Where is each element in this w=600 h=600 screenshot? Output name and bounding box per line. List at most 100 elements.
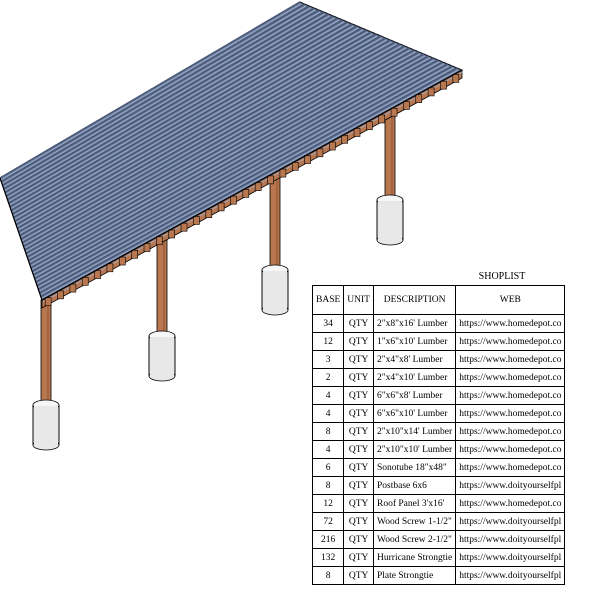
roof-rib [19,33,377,237]
roof-rib [2,5,310,186]
roof-rib [29,49,415,265]
cell-unit: QTY [343,422,374,441]
cell-description: 2"x4"x10' Lumber [372,368,457,387]
roof-rib [28,47,410,262]
roof-rib-highlight [40,67,454,296]
cell-website[interactable]: https://www.homedepot.co [455,404,566,423]
rafter-end [291,162,299,171]
cell-website[interactable]: https://www.doityourselfpl [455,476,566,495]
roof-rib [3,7,315,190]
rafter-end [267,175,274,185]
rafter-end [452,74,460,83]
rafter-end [353,128,361,137]
roof-rib-highlight [8,15,330,202]
cell-description: Sonotube 18"x48" [372,458,457,477]
cell-website[interactable]: https://www.doityourselfpl [455,548,566,567]
roof-rib [4,9,320,194]
roof-rib [13,23,353,219]
cell-unit: QTY [343,314,374,333]
roof-rib-highlight [36,61,440,285]
roof-rib-highlight [10,19,340,210]
roof-rib-highlight [3,7,311,188]
cell-description: 2"x8"x16' Lumber [372,314,457,333]
rafter-end [205,209,213,218]
cell-base: 8 [311,422,345,441]
roof-edge [0,69,463,301]
rafter-end [168,229,176,239]
cell-website[interactable]: https://www.doityourselfpl [455,566,566,585]
cell-website[interactable]: https://www.homedepot.co [455,350,566,369]
roof-rib [40,67,458,298]
cell-description: 2"x10"x10' Lumber [372,440,457,459]
roof-rib-highlight [41,69,459,299]
roof-rib [30,51,420,269]
rafter-end [403,101,410,110]
rafter-end [378,114,386,124]
roof-rib-highlight [13,23,349,217]
rafter-end [143,243,151,252]
header-unit: UNIT [343,285,374,315]
cell-website[interactable]: https://www.homedepot.co [455,440,566,459]
roof-rib-highlight [27,47,407,260]
roof-rib-highlight [6,13,326,199]
cell-website[interactable]: https://www.homedepot.co [455,314,566,333]
roof-rib-highlight [24,41,392,249]
cell-website[interactable]: https://www.homedepot.co [455,332,566,351]
rafter-end [316,148,324,158]
rafter-end [440,80,447,90]
cell-base: 12 [311,494,345,513]
rafter-end [242,189,250,198]
rafter-end [118,256,126,266]
rafter-end [94,270,101,279]
roof-rib [18,31,372,233]
roof-rib-highlight [37,63,445,288]
cell-unit: QTY [343,458,374,477]
cell-website[interactable]: https://www.homedepot.co [455,368,566,387]
cell-website[interactable]: https://www.homedepot.co [455,422,566,441]
roof-rib-highlight [4,9,316,192]
roof-rib [7,13,329,201]
cell-base: 4 [311,386,345,405]
cell-base: 8 [311,566,345,585]
rafter-end [131,249,138,259]
roof-rib-highlight [39,65,449,292]
roof-rib [0,3,306,183]
footing-fill [263,271,287,310]
footing-fill [34,406,58,445]
header-website: WEB [455,285,566,315]
cell-description: 2"x4"x8' Lumber [372,350,457,369]
roof-rib [26,45,406,258]
cell-website[interactable]: https://www.homedepot.co [455,458,566,477]
cell-website[interactable]: https://www.homedepot.co [455,386,566,405]
cell-base: 2 [311,368,345,387]
rafter-end [341,134,348,144]
rafter-end [230,195,237,205]
post [156,239,168,337]
rafter-end [57,290,64,300]
cell-website[interactable]: https://www.doityourselfpl [455,530,566,549]
cell-description: Roof Panel 3'x16' [372,494,457,513]
rafter-end [366,121,373,131]
cell-website[interactable]: https://www.doityourselfpl [455,512,566,531]
roof-rib [20,35,382,240]
footing-fill [378,201,402,240]
cell-website[interactable]: https://www.homedepot.co [455,494,566,513]
rafter-end [106,263,114,273]
roof-rib-highlight [15,27,359,224]
rafter-end [81,277,89,286]
header-base: BASE [311,285,345,315]
roof-rib-highlight [21,37,383,242]
roof-rib-highlight [34,57,430,278]
cell-base: 6 [311,458,345,477]
post [269,174,281,271]
cell-base: 12 [311,332,345,351]
cell-base: 4 [311,440,345,459]
